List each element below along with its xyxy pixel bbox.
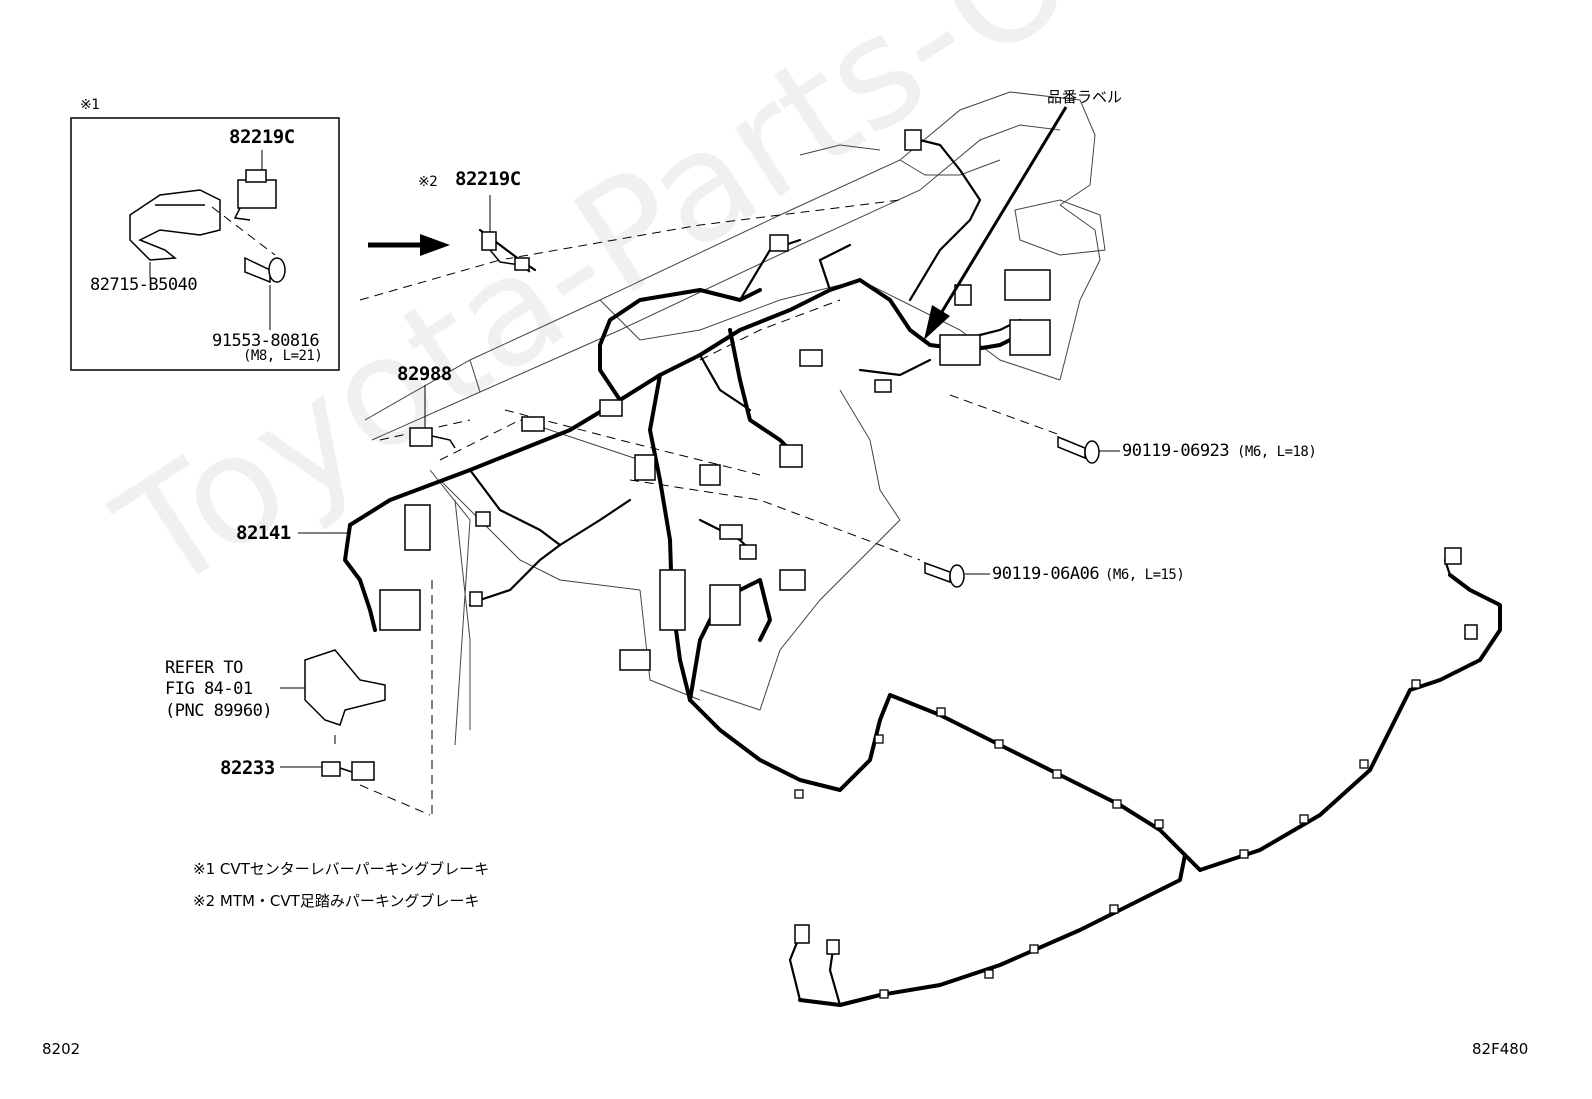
label-82988: 82988 xyxy=(397,363,452,385)
label-82233: 82233 xyxy=(220,757,275,779)
label-91553-80816: 91553-80816 xyxy=(212,331,320,351)
leader-lines xyxy=(149,150,1120,768)
refer-line-3: (PNC 89960) xyxy=(165,701,273,721)
label-82219c-inset: 82219C xyxy=(229,126,295,148)
label-91553-spec: (M8, L=21) xyxy=(243,348,323,364)
inset-box xyxy=(70,117,340,371)
label-82715-b5040: 82715-B5040 xyxy=(90,275,198,295)
harness-clips xyxy=(794,679,1421,999)
label-90119-06a06: 90119-06A06 xyxy=(992,564,1100,584)
switch-82219c xyxy=(481,231,531,273)
inset-marker: ※1 xyxy=(80,97,100,113)
parking-brake-bracket xyxy=(304,649,386,726)
connector-82233 xyxy=(321,761,375,781)
label-82141: 82141 xyxy=(236,522,291,544)
label-82219c-marker: ※2 xyxy=(418,174,438,190)
main-harness xyxy=(343,278,1502,1007)
refer-line-1: REFER TO xyxy=(165,658,243,678)
inset-bracket-82715 xyxy=(129,189,221,261)
label-90119-06923-spec: (M6, L=18) xyxy=(1237,444,1317,460)
label-arrow-head xyxy=(924,305,950,340)
footnote-2: ※2 MTM・CVT足踏みパーキングブレーキ xyxy=(193,892,480,910)
bolt-90119-06923 xyxy=(1057,435,1100,464)
footer-left: 8202 xyxy=(42,1040,81,1058)
footnote-1: ※1 CVTセンターレバーパーキングブレーキ xyxy=(193,860,490,878)
refer-line-2: FIG 84-01 xyxy=(165,679,253,699)
bolt-90119-06a06 xyxy=(924,561,965,588)
arrow-head-82219c xyxy=(420,234,450,256)
inset-switch-82219c xyxy=(233,169,277,221)
connectors xyxy=(379,129,1478,955)
connector-82988 xyxy=(409,427,456,449)
label-part-number-jp: 品番ラベル xyxy=(1047,88,1123,106)
inset-bolt-91553 xyxy=(244,256,286,284)
footer-right: 82F480 xyxy=(1472,1040,1529,1058)
label-arrow xyxy=(938,106,1068,316)
label-82219c: 82219C xyxy=(455,168,521,190)
label-90119-06923: 90119-06923 xyxy=(1122,441,1230,461)
label-90119-06a06-spec: (M6, L=15) xyxy=(1105,567,1185,583)
